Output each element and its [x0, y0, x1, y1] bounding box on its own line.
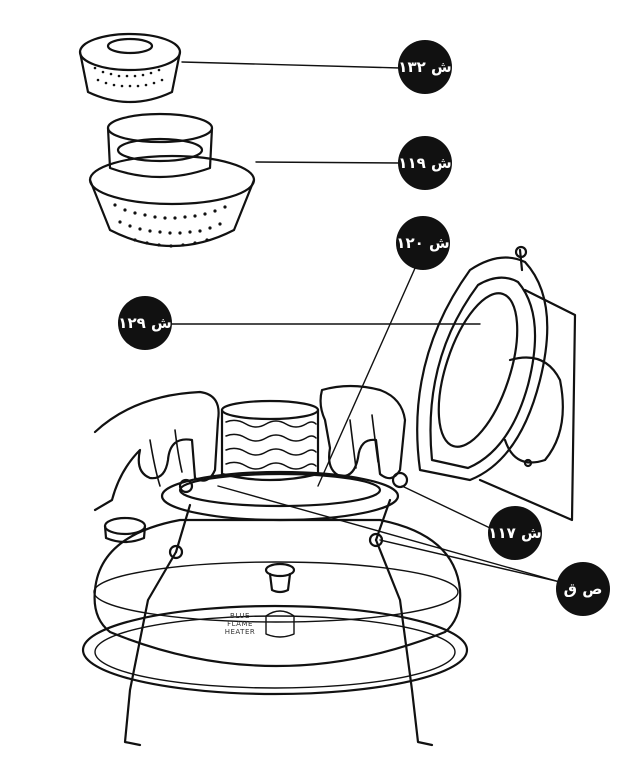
- heater-brand-plate: BLUE FLAME HEATER: [218, 612, 262, 636]
- leader-line-120: [317, 247, 425, 487]
- callout-part-129: ش ۱۲۹: [118, 296, 172, 350]
- heater-body: [81, 498, 469, 747]
- brand-line-2: FLAME: [227, 620, 253, 628]
- right-hand-illustration: [319, 384, 407, 480]
- brand-line-3: HEATER: [224, 628, 256, 636]
- part-119-perforated-bowl: [88, 112, 256, 248]
- part-132-perforated-cap: [78, 32, 182, 104]
- wick-cylinder: [220, 399, 320, 482]
- leader-line-sq-a: [379, 539, 561, 583]
- leader-line-sq-b: [217, 485, 561, 583]
- callout-part-119: ش ۱۱۹: [398, 136, 452, 190]
- callout-part-117: ش ۱۱۷: [488, 506, 542, 560]
- callout-part-120: ش ۱۲۰: [396, 216, 450, 270]
- leader-line-119: [255, 161, 401, 164]
- callout-part-sq: ص ق: [556, 562, 610, 616]
- callout-part-132: ش ۱۳۲: [398, 40, 452, 94]
- leader-line-132: [181, 61, 401, 69]
- leader-line-117: [401, 485, 491, 529]
- brand-line-1: BLUE: [230, 612, 250, 620]
- heater-lid-open: [416, 245, 577, 522]
- left-hand-illustration: [93, 390, 220, 512]
